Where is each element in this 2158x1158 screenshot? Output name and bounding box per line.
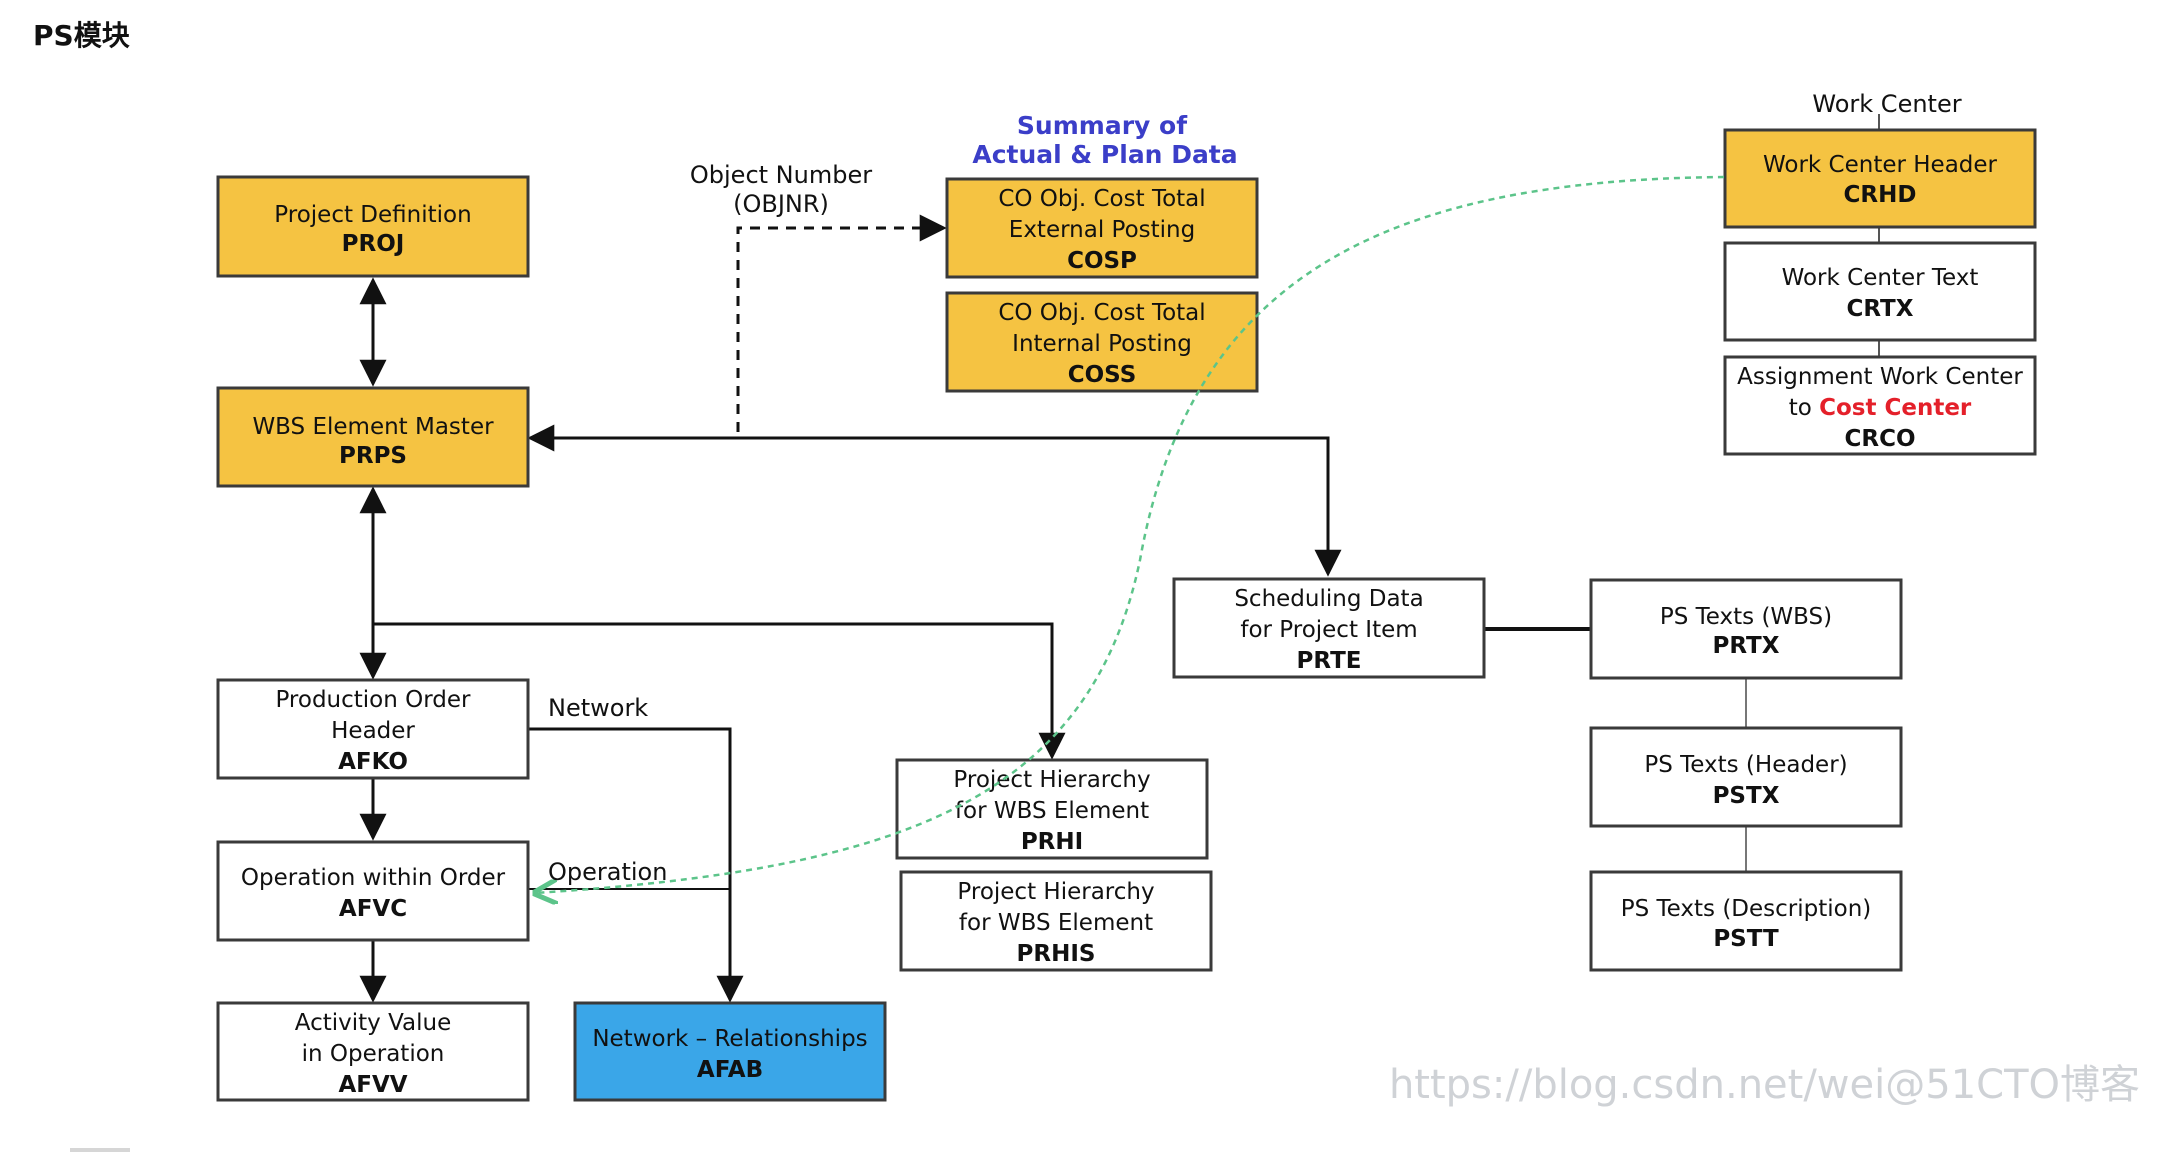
box-proj: Project Definition PROJ (216, 175, 530, 278)
box-afko-line1: Production Order (275, 687, 471, 713)
workcenter-operation-link (535, 175, 1725, 893)
box-afvc-line: Operation within Order (241, 865, 506, 891)
labels: Object Number (OBJNR) Summary of Actual … (548, 90, 1962, 886)
box-crco-line2-prefix: to (1789, 395, 1819, 421)
network-label: Network (548, 694, 648, 722)
summary-label-line1: Summary of (1017, 111, 1188, 140)
box-prte-line1: Scheduling Data (1234, 586, 1423, 612)
connectors (359, 114, 1880, 1003)
box-afvv: Activity Value in Operation AFVV (216, 1001, 530, 1102)
box-pstt: PS Texts (Description) PSTT (1589, 870, 1903, 972)
box-prps-code: PRPS (339, 443, 407, 469)
box-pstt-line: PS Texts (Description) (1621, 896, 1872, 922)
cutoff-text-fragment (70, 1148, 130, 1152)
box-prhis-line2: for WBS Element (959, 910, 1153, 936)
box-coss-code: COSS (1068, 362, 1137, 388)
object-number-label: Object Number (690, 161, 872, 189)
box-cosp: CO Obj. Cost Total External Posting COSP (945, 177, 1259, 279)
box-pstx-code: PSTX (1713, 783, 1780, 809)
box-afko-line2: Header (331, 718, 415, 744)
box-afab-code: AFAB (697, 1057, 763, 1083)
box-afvc: Operation within Order AFVC (216, 840, 530, 942)
box-proj-code: PROJ (342, 231, 405, 257)
work-center-label: Work Center (1812, 90, 1961, 118)
box-cosp-line1: CO Obj. Cost Total (998, 186, 1205, 212)
box-pstt-code: PSTT (1713, 926, 1779, 952)
box-coss-line2: Internal Posting (1012, 331, 1192, 357)
box-crco-line2: to Cost Center (1789, 395, 1972, 421)
network-link (528, 727, 744, 1003)
box-prtx-code: PRTX (1713, 633, 1780, 659)
box-prtx: PS Texts (WBS) PRTX (1589, 578, 1903, 680)
operation-label: Operation (548, 858, 667, 886)
box-crtx: Work Center Text CRTX (1723, 241, 2037, 342)
summary-label-line2: Actual & Plan Data (972, 140, 1237, 169)
box-prhis: Project Hierarchy for WBS Element PRHIS (899, 870, 1213, 972)
box-prps: WBS Element Master PRPS (216, 386, 530, 488)
box-prhi-code: PRHI (1021, 829, 1083, 855)
box-crco-code: CRCO (1844, 426, 1915, 452)
objnr-label: (OBJNR) (733, 190, 829, 218)
box-prte-code: PRTE (1297, 648, 1362, 674)
box-cosp-code: COSP (1067, 248, 1137, 274)
box-afvv-code: AFVV (338, 1072, 407, 1098)
prps-prte-link (527, 424, 1342, 577)
box-afab-line: Network – Relationships (592, 1026, 867, 1052)
box-afvv-line2: in Operation (302, 1041, 445, 1067)
box-prtx-line: PS Texts (WBS) (1660, 604, 1832, 630)
box-crco-line1: Assignment Work Center (1737, 364, 2023, 390)
box-crco: Assignment Work Center to Cost Center CR… (1723, 355, 2037, 456)
box-coss: CO Obj. Cost Total Internal Posting COSS (945, 291, 1259, 393)
box-afab: Network – Relationships AFAB (573, 1001, 887, 1102)
box-cosp-line2: External Posting (1009, 217, 1195, 243)
box-proj-line: Project Definition (274, 202, 471, 228)
box-crco-cost-center: Cost Center (1819, 395, 1972, 421)
box-coss-line1: CO Obj. Cost Total (998, 300, 1205, 326)
box-prte-line2: for Project Item (1240, 617, 1417, 643)
box-crtx-code: CRTX (1847, 296, 1914, 322)
box-prte: Scheduling Data for Project Item PRTE (1172, 577, 1486, 679)
prps-prhi-link (373, 622, 1066, 760)
box-prhi-line2: for WBS Element (955, 798, 1149, 824)
watermark: https://blog.csdn.net/wei@51CTO博客 (1389, 1062, 2140, 1108)
page-title: PS模块 (33, 19, 130, 52)
box-crhd-code: CRHD (1844, 182, 1917, 208)
box-afvc-code: AFVC (339, 896, 407, 922)
box-prhis-code: PRHIS (1017, 941, 1096, 967)
box-afko: Production Order Header AFKO (216, 678, 530, 780)
boxes: Project Definition PROJ WBS Element Mast… (216, 128, 2037, 1102)
box-crhd: Work Center Header CRHD (1723, 128, 2037, 229)
box-crhd-line: Work Center Header (1763, 152, 1998, 178)
box-afko-code: AFKO (338, 749, 408, 775)
box-afvv-line1: Activity Value (295, 1010, 452, 1036)
box-crtx-line: Work Center Text (1782, 265, 1979, 291)
box-prps-line: WBS Element Master (252, 414, 494, 440)
box-prhi: Project Hierarchy for WBS Element PRHI (895, 758, 1209, 860)
box-prhis-line1: Project Hierarchy (957, 879, 1154, 905)
box-pstx-line: PS Texts (Header) (1644, 752, 1847, 778)
box-prhi-line1: Project Hierarchy (953, 767, 1150, 793)
objnr-dashed-link (736, 214, 947, 432)
box-pstx: PS Texts (Header) PSTX (1589, 726, 1903, 828)
